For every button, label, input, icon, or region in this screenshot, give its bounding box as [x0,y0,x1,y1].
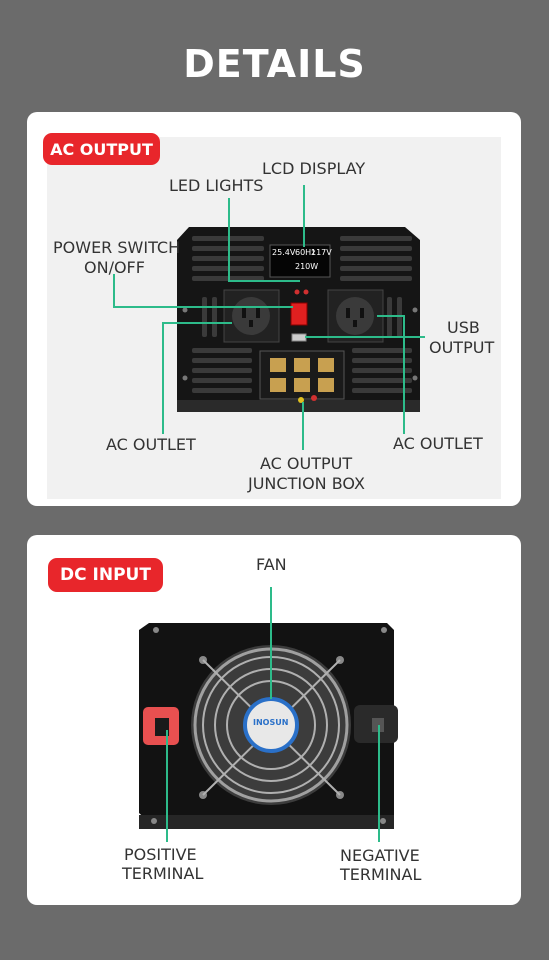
leader-line-outlet-right [403,315,405,434]
leader-line-led [228,198,230,282]
leader-line-usb [305,336,425,338]
label-positive: POSITIVE [124,845,197,864]
leader-line-junction [302,402,304,450]
label-junction-box: AC OUTPUT [260,454,353,473]
label-junction-box-2: JUNCTION BOX [248,474,365,493]
leader-line-fan [270,587,272,699]
leader-line-outlet-left-h [162,322,232,324]
label-negative-terminal: TERMINAL [340,865,422,884]
leader-line-switch [113,274,115,308]
leader-line-outlet-left [162,322,164,434]
label-power-switch-onoff: ON/OFF [84,258,145,277]
leader-line-negative [378,725,380,842]
leader-line-outlet-right-h [377,315,405,317]
lcd-voltage-out: 117V [311,248,332,257]
label-ac-outlet-left: AC OUTLET [106,435,196,454]
label-ac-outlet-right: AC OUTLET [393,434,483,453]
label-usb-output: OUTPUT [429,338,495,357]
lcd-frequency: 60Hz [295,248,316,257]
leader-line-switch-h [113,306,293,308]
label-negative: NEGATIVE [340,846,420,865]
lcd-load: 210W [295,262,319,271]
label-positive-terminal: TERMINAL [122,864,204,883]
lcd-voltage-in: 25.4V [272,248,296,257]
dc-input-panel: INOSUN DC INPUT FAN POSITIVE TERMINAL NE… [27,535,521,905]
label-power-switch: POWER SWITCH [53,238,181,257]
label-lcd-display: LCD DISPLAY [262,159,366,178]
inverter-front-image [47,137,501,499]
page-title: DETAILS [183,42,366,86]
leader-line-lcd [303,185,305,247]
leader-line-positive [166,730,168,842]
dc-input-badge: DC INPUT [48,558,163,592]
label-usb: USB [447,318,480,337]
ac-output-badge: AC OUTPUT [43,133,160,165]
ac-output-panel: 25.4V 60Hz 117V 210W AC OUTPUT LCD DISPL… [27,112,521,506]
fan-sticker-text: INOSUN [253,718,289,727]
label-led-lights: LED LIGHTS [169,176,264,195]
leader-line-led-h [228,280,300,282]
label-fan: FAN [256,555,287,574]
